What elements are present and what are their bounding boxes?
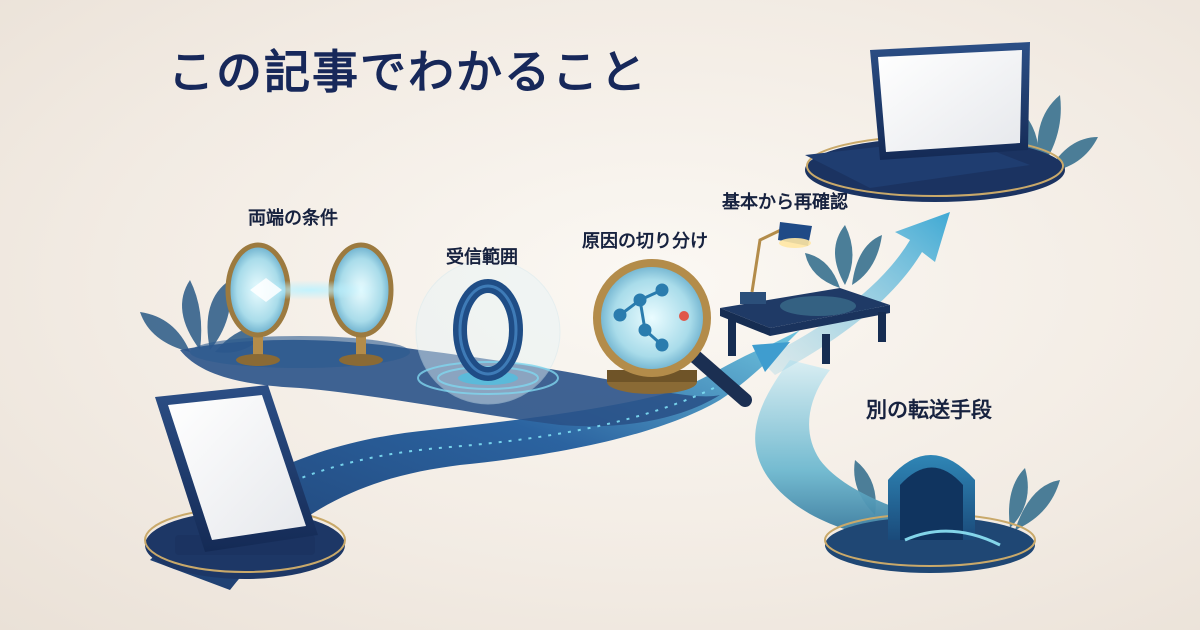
progress-arrow — [760, 212, 950, 375]
step-label-alt: 別の転送手段 — [866, 397, 992, 422]
magnifier-icon — [593, 259, 752, 407]
step-label-ends: 両端の条件 — [248, 208, 338, 229]
tunnel-icon — [824, 455, 1036, 573]
branch-path-to-tunnel — [755, 360, 1000, 545]
mirror-pair-icon — [190, 242, 410, 368]
small-arrow-head-icon — [752, 342, 790, 372]
laptop-icon — [805, 42, 1065, 202]
desk-lamp-icon — [720, 222, 890, 364]
page-title: この記事でわかること — [168, 45, 648, 99]
step-label-range: 受信範囲 — [446, 247, 518, 268]
path-glow-line — [174, 384, 721, 556]
leaf-lamp-icon — [805, 225, 882, 288]
step-label-isolate: 原因の切り分け — [582, 231, 708, 252]
signal-ring-icon — [415, 259, 561, 405]
main-path — [150, 330, 800, 590]
tablet-icon — [144, 385, 346, 579]
step-label-recheck: 基本から再確認 — [722, 192, 848, 213]
